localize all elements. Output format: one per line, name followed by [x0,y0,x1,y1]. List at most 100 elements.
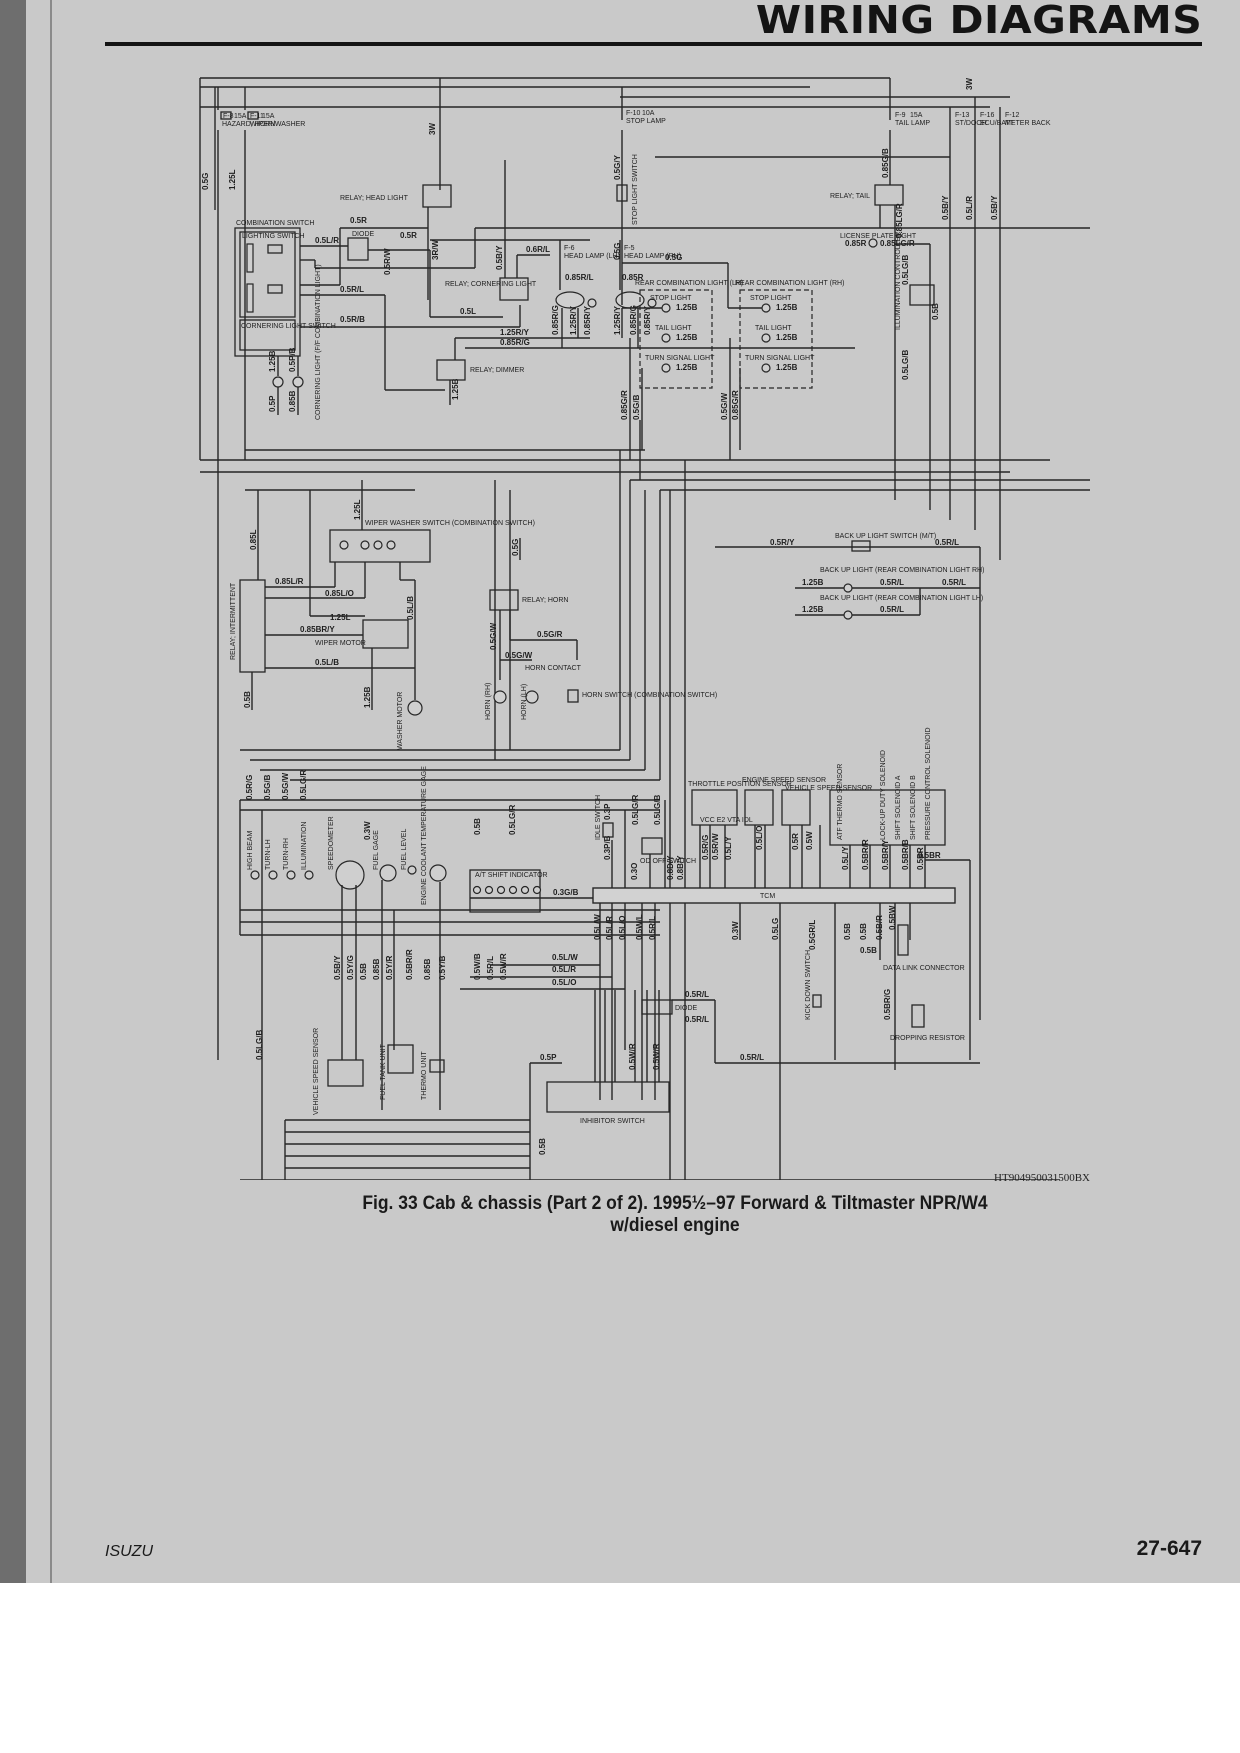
svg-text:0.5W/B: 0.5W/B [473,953,482,980]
svg-text:0.3P: 0.3P [603,803,612,820]
svg-text:0.5P: 0.5P [268,395,277,412]
svg-text:0.5R: 0.5R [791,833,800,850]
svg-text:F-5: F-5 [624,245,635,252]
svg-text:0.5R/L: 0.5R/L [340,285,364,294]
svg-text:HIGH BEAM: HIGH BEAM [247,831,254,870]
svg-text:TAIL LIGHT: TAIL LIGHT [755,325,792,332]
svg-text:F-16: F-16 [980,112,995,119]
svg-text:0.5LG/B: 0.5LG/B [653,795,662,825]
svg-text:0.5R/L: 0.5R/L [648,916,657,940]
svg-text:0.5R/G: 0.5R/G [701,835,710,860]
svg-text:FUEL GAGE: FUEL GAGE [373,830,380,870]
svg-text:BACK UP LIGHT (REAR COMBINATIO: BACK UP LIGHT (REAR COMBINATION LIGHT RH… [820,567,984,574]
svg-text:1.25L: 1.25L [228,169,237,190]
svg-text:0.5G: 0.5G [613,243,622,260]
svg-text:RELAY; HEAD LIGHT: RELAY; HEAD LIGHT [340,195,409,202]
relay-tail: F-9 15A TAIL LAMP RELAY; TAIL 0.85G/B 0.… [830,107,940,510]
svg-text:0.3O: 0.3O [630,863,639,880]
relay-dimmer: RELAY; DIMMER 1.25R/Y 0.85R/G 1.25B [436,328,855,405]
svg-text:HORN (LH): HORN (LH) [521,684,528,720]
illumination-controller [909,284,935,306]
bottom-buses [240,1119,1060,1181]
svg-text:15A: 15A [234,113,247,120]
svg-text:F-11: F-11 [250,113,264,120]
svg-text:0.5R/L: 0.5R/L [685,1015,709,1024]
svg-text:COMBINATION SWITCH: COMBINATION SWITCH [236,220,314,227]
svg-text:0.5Y/B: 0.5Y/B [438,955,447,980]
svg-text:RELAY; TAIL: RELAY; TAIL [830,193,870,200]
svg-text:0.5L/O: 0.5L/O [755,826,764,850]
caption-line-2: w/diesel engine [610,1215,740,1236]
inhibitor-switch: 0.5P INHIBITOR SWITCH 0.5B 0.5W/R 0.5W/R [529,990,670,1180]
coolant-gauge [429,864,447,882]
svg-text:0.5W/R: 0.5W/R [652,1043,661,1070]
svg-text:0.5R/L: 0.5R/L [740,1053,764,1062]
svg-text:0.5B: 0.5B [359,963,368,980]
svg-text:F-13: F-13 [955,112,970,119]
svg-text:0.5B: 0.5B [473,818,482,835]
svg-text:0.85R/Y: 0.85R/Y [643,305,652,335]
svg-text:15A: 15A [910,112,923,119]
svg-text:TAIL LIGHT: TAIL LIGHT [655,325,692,332]
wiper-section: 0.85L 1.25L WIPER WASHER SWITCH (COMBINA… [230,480,535,750]
headlamps: F-6 HEAD LAMP (LH) F-5 HEAD LAMP (RH) 0.… [430,239,681,348]
svg-text:0.5G/W: 0.5G/W [505,651,533,660]
svg-text:0.5BR/R: 0.5BR/R [861,839,870,870]
svg-text:0.5W/R: 0.5W/R [499,953,508,980]
wiring-diagram: F-8 15A HAZARD, HORN F-11 15A WIPER/WASH… [190,60,1100,1181]
svg-text:1.25B: 1.25B [802,578,824,587]
svg-text:0.5R: 0.5R [350,216,367,225]
svg-text:0.5W: 0.5W [805,831,814,850]
throttle-position-sensor [691,789,738,826]
svg-text:0.85LG/R: 0.85LG/R [895,203,904,238]
svg-text:VCC E2 VTA IDL: VCC E2 VTA IDL [700,817,753,824]
svg-text:A/T SHIFT INDICATOR: A/T SHIFT INDICATOR [475,872,548,879]
svg-text:0.5P: 0.5P [540,1053,557,1062]
svg-text:0.5B/Y: 0.5B/Y [990,195,999,220]
mid-buses [200,420,1100,491]
svg-text:0.85R/Y: 0.85R/Y [583,305,592,335]
svg-text:ILLUMINATION CONTROLLER: ILLUMINATION CONTROLLER [895,232,902,330]
svg-text:0.5L/R: 0.5L/R [965,196,974,220]
svg-text:0.5R/G: 0.5R/G [245,775,254,800]
svg-text:0.85R: 0.85R [845,239,867,248]
svg-text:0.5LG/R: 0.5LG/R [299,770,308,800]
svg-text:REAR COMBINATION LIGHT (RH): REAR COMBINATION LIGHT (RH) [735,280,844,287]
svg-text:0.5G: 0.5G [201,173,210,190]
svg-text:0.5LG/R: 0.5LG/R [508,805,517,835]
svg-text:WASHER MOTOR: WASHER MOTOR [397,692,404,750]
svg-text:REAR COMBINATION LIGHT (LH): REAR COMBINATION LIGHT (LH) [635,280,743,287]
svg-text:F-6: F-6 [564,245,575,252]
svg-text:0.5Y/R: 0.5Y/R [385,955,394,980]
svg-text:0.6R/L: 0.6R/L [526,245,550,254]
svg-text:0.5R/L: 0.5R/L [685,990,709,999]
svg-text:1.25B: 1.25B [451,378,460,400]
svg-text:CORNERING LIGHT (F/F COMBINATI: CORNERING LIGHT (F/F COMBINATION LIGHT) [315,264,322,420]
svg-text:0.85L: 0.85L [249,529,258,550]
svg-text:0.5BR/Y: 0.5BR/Y [881,839,890,870]
svg-text:ATF THERMO SENSOR: ATF THERMO SENSOR [837,764,844,840]
svg-text:F-12: F-12 [1005,112,1020,119]
rear-combination-lh: REAR COMBINATION LIGHT (LH) STOP LIGHT 1… [622,280,743,389]
engine-speed-sensor [744,789,774,826]
svg-text:0.5R/L: 0.5R/L [880,578,904,587]
svg-text:0.8D/Y: 0.8D/Y [666,855,675,880]
section-title: WIRING DIAGRAMS [755,0,1202,42]
svg-text:0.5R/L: 0.5R/L [942,578,966,587]
diode-tcm [641,999,673,1015]
svg-text:FUEL TANK UNIT: FUEL TANK UNIT [380,1043,387,1100]
svg-text:F-9: F-9 [895,112,906,119]
speedometer [335,860,365,890]
idle-switch [602,822,614,838]
svg-text:1.25B: 1.25B [776,363,798,372]
svg-text:CORNERING LIGHT SWITCH: CORNERING LIGHT SWITCH [241,323,336,330]
fuse-f8: F-8 15A HAZARD, HORN [217,87,275,1060]
svg-text:0.5L/B: 0.5L/B [406,596,415,620]
svg-text:0.85R: 0.85R [622,273,644,282]
svg-text:VEHICLE SPEED SENSOR: VEHICLE SPEED SENSOR [313,1028,320,1115]
vehicle-speed-sensor-2 [781,789,811,826]
fuse-f10-stop: F-10 10A STOP LAMP STOP LIGHT SWITCH 0.5… [613,87,728,305]
meter-section: HIGH BEAM TURN-LH TURN-RH ILLUMINATION 0… [239,766,660,1180]
svg-text:1.25R/Y: 1.25R/Y [613,305,622,335]
svg-text:0.85G/R: 0.85G/R [731,390,740,420]
